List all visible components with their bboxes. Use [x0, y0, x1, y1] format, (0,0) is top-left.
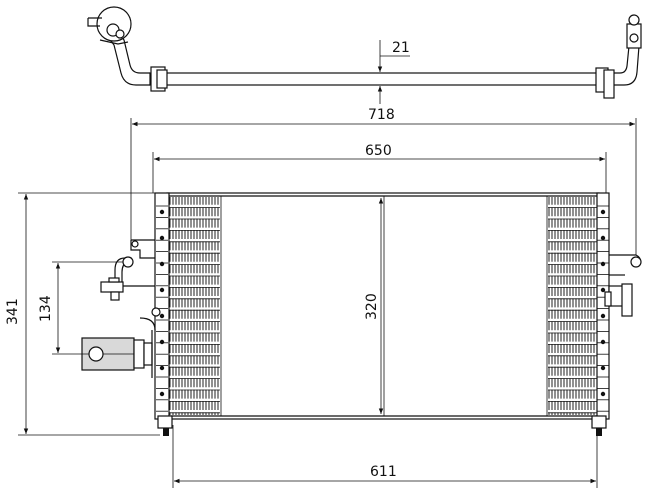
dimension-label-pipe-diameter: 21: [392, 40, 410, 56]
dimension-label-mount-width: 611: [370, 464, 397, 480]
header-rivet: [600, 261, 606, 267]
header-rivet: [159, 391, 165, 397]
dimension-label-overall-height: 341: [5, 298, 21, 325]
left-inlet-fitting: [81, 239, 161, 378]
header-rivet: [600, 287, 606, 293]
header-rivet: [600, 391, 606, 397]
dimension-label-core-width: 650: [365, 143, 392, 159]
header-rivet: [159, 287, 165, 293]
dimension-pipe-diameter: 21: [377, 40, 410, 104]
header-rivet: [600, 339, 606, 345]
header-rivet: [159, 235, 165, 241]
fin-block-left: [169, 197, 220, 415]
dimension-core-width: 650: [152, 143, 607, 193]
top-view-pipe: [87, 6, 642, 99]
header-rivet: [159, 313, 165, 319]
dimension-label-core-height: 320: [364, 293, 380, 320]
fin-block-right: [548, 197, 597, 415]
right-outlet-fitting: [604, 254, 642, 317]
dimension-overall-width: 718: [130, 107, 637, 255]
dimension-overall-height: 341: [5, 192, 160, 436]
condenser-core: [154, 192, 610, 436]
right-header-details: [597, 205, 609, 412]
left-header-details: [156, 205, 168, 412]
header-rivet: [159, 209, 165, 215]
header-rivet: [600, 209, 606, 215]
dimension-label-inlet-offset: 134: [38, 295, 54, 322]
dimension-mount-width: 611: [172, 425, 598, 488]
header-rivet: [600, 235, 606, 241]
header-rivet: [600, 313, 606, 319]
header-rivet: [159, 339, 165, 345]
dimension-label-overall-width: 718: [368, 107, 395, 123]
header-rivet: [159, 365, 165, 371]
header-rivet: [600, 365, 606, 371]
header-rivet: [159, 261, 165, 267]
dimension-core-height: 320: [364, 198, 384, 414]
